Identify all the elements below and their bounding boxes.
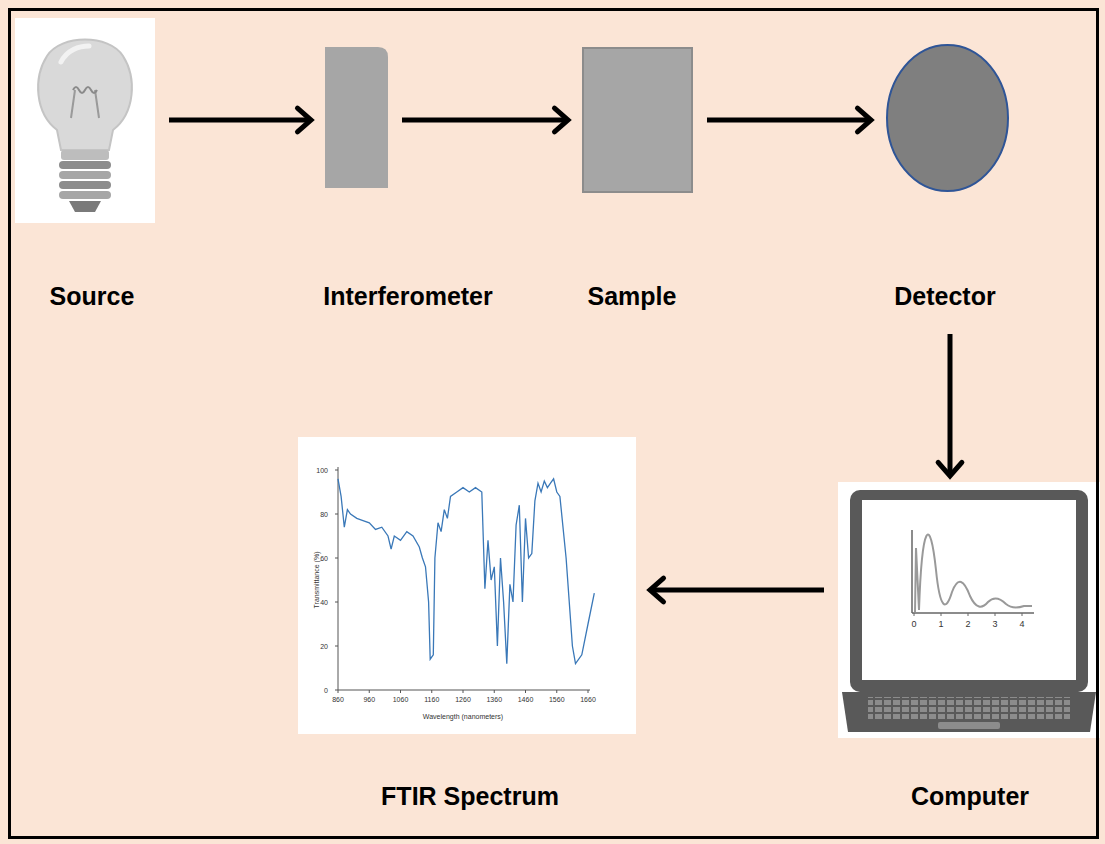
arrow-connector	[707, 108, 871, 132]
arrow-head	[857, 108, 871, 132]
arrow-line	[948, 334, 953, 476]
node-label: Sample	[588, 282, 677, 311]
node-shape	[15, 18, 155, 223]
arrow-connector	[402, 108, 568, 132]
interferometer-node: Interferometer	[300, 40, 515, 315]
axis-tick-label: 1560	[549, 696, 565, 703]
axis-tick-label: 80	[320, 511, 328, 518]
source-node: Source	[15, 18, 175, 318]
axis-tick-label: 860	[332, 696, 344, 703]
axis-tick-label: 1260	[455, 696, 471, 703]
laptop-illustration	[838, 482, 1100, 738]
node-label: Source	[50, 282, 135, 311]
axis-tick-label: 1060	[393, 696, 409, 703]
screen-tick-label: 2	[965, 619, 970, 629]
screen-tick-label: 4	[1019, 619, 1024, 629]
arrow-head	[938, 462, 962, 476]
node-label: Interferometer	[323, 282, 493, 311]
screen-tick-label: 0	[911, 619, 916, 629]
screen-tick-label: 3	[992, 619, 997, 629]
arrow-line	[169, 118, 311, 123]
axis-tick-label: 60	[320, 555, 328, 562]
sample-block	[582, 47, 693, 193]
axis-tick-label: Wavelength (nanometers)	[423, 713, 503, 720]
screen-tick-label: 1	[938, 619, 943, 629]
axis-tick-label: 40	[320, 599, 328, 606]
sample-node: Sample	[570, 40, 705, 315]
axis-tick-label: 960	[363, 696, 375, 703]
arrow-head	[297, 108, 311, 132]
spectrum-node: FTIR Spectrum	[298, 437, 636, 817]
node-label: Computer	[911, 782, 1029, 811]
arrow-head	[650, 578, 664, 602]
axis-tick-label: 1660	[580, 696, 596, 703]
arrow-line	[707, 118, 871, 123]
node-shape	[838, 482, 1100, 738]
computer-node: Computer	[838, 482, 1100, 817]
arrow-connector	[169, 108, 311, 132]
axis-tick-label: 1460	[518, 696, 534, 703]
node-label: Detector	[894, 282, 995, 311]
axis-tick-label: 1160	[424, 696, 439, 703]
axis-tick-label: 0	[324, 687, 328, 694]
node-shape	[298, 437, 636, 734]
node-label: FTIR Spectrum	[381, 782, 559, 811]
arrow-connector	[938, 334, 962, 476]
axis-title: Transmittance (%)	[313, 552, 320, 609]
light-bulb	[15, 18, 155, 223]
node-shape	[885, 43, 1010, 193]
node-shape	[582, 47, 693, 193]
spectrum-chart	[298, 437, 636, 734]
axis-tick-label: 1360	[486, 696, 502, 703]
axis-tick-label: 20	[320, 643, 328, 650]
arrow-connector	[650, 578, 824, 602]
arrow-line	[402, 118, 568, 123]
interferometer-block	[325, 47, 388, 188]
arrow-head	[554, 108, 568, 132]
axis-tick-label: 100	[316, 467, 328, 474]
detector-ellipse	[885, 43, 1010, 193]
detector-node: Detector	[870, 40, 1020, 328]
arrow-line	[650, 588, 824, 593]
node-shape	[325, 47, 388, 188]
